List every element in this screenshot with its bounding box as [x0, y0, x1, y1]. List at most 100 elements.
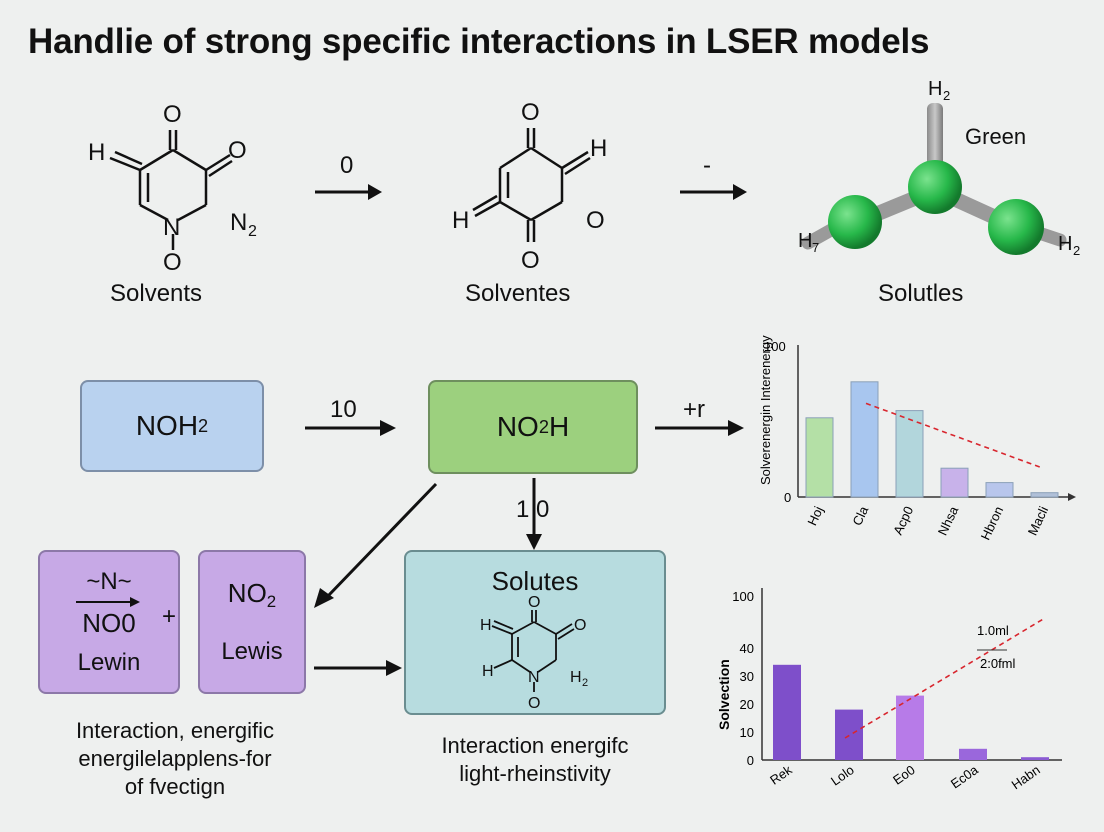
bar: [835, 709, 863, 760]
no2h-text: NO: [496, 411, 539, 442]
mid-arrow-2: [655, 420, 744, 436]
caption-left-line-3: of fvectign: [124, 774, 226, 799]
bar: [896, 695, 924, 760]
bar: [1021, 757, 1049, 760]
y-tick-label: 40: [740, 641, 754, 656]
y-tick-label: 20: [740, 697, 754, 712]
svg-text:H: H: [88, 139, 105, 166]
svg-text:O: O: [521, 99, 540, 126]
svg-text:2: 2: [248, 223, 257, 240]
x-tick-label: Eo0: [890, 762, 918, 788]
svg-text:O: O: [586, 207, 605, 234]
svg-text:O: O: [163, 249, 182, 276]
solvents-label: Solvents: [110, 280, 203, 307]
y-tick-label: 100: [764, 339, 786, 354]
bar: [940, 467, 969, 498]
x-tick-label: Rek: [767, 762, 795, 788]
svg-text:H: H: [480, 617, 492, 634]
svg-text:H: H: [590, 135, 607, 162]
top-arrow-2-label: -: [703, 152, 711, 179]
bar: [850, 381, 879, 498]
svg-text:O: O: [228, 137, 247, 164]
trend-line: [844, 617, 1046, 739]
top-arrow-1-label: 0: [340, 152, 354, 179]
svg-text:H: H: [798, 230, 812, 252]
svg-text:2: 2: [943, 88, 950, 103]
caption-center-line-1: Interaction energifc: [441, 733, 629, 758]
lewin-box: ~N~ NO0 Lewin: [38, 550, 180, 694]
caption-left: Interaction, energific energilelapplens-…: [30, 717, 320, 801]
green-label: Green: [965, 124, 1027, 149]
svg-text:O: O: [521, 247, 540, 274]
molecule-solvent-1: O H O N O N 2: [88, 101, 257, 276]
svg-text:O: O: [574, 617, 586, 634]
plus-sign: +: [162, 603, 177, 630]
caption-left-line-1: Interaction, energific: [75, 718, 275, 743]
bar: [805, 417, 834, 498]
x-tick-label: Nhsa: [935, 503, 962, 538]
y-tick-label: 0: [747, 753, 754, 768]
down-arrow-label: 1 0: [516, 496, 550, 523]
y-tick-label: 30: [740, 669, 754, 684]
y-axis-label: Solverenergin Interenergy: [758, 335, 773, 485]
mid-arrow-1-label: 10: [330, 396, 357, 423]
x-tick-label: Lolo: [828, 762, 857, 788]
svg-text:2: 2: [1073, 243, 1080, 258]
x-tick-label: Acp0: [890, 504, 916, 537]
bar: [985, 482, 1014, 498]
annotation: 2:0fml: [980, 656, 1016, 671]
bottom-arrow: [314, 660, 402, 676]
y-tick-label: 0: [784, 490, 791, 505]
x-tick-label: Hbron: [978, 504, 1007, 542]
bar: [959, 748, 987, 760]
caption-center-line-2: light-rheinstivity: [459, 761, 611, 786]
x-tick-label: Habn: [1009, 762, 1043, 792]
trend-line: [865, 402, 1044, 469]
solutes-title: Solutes: [491, 566, 579, 596]
y-tick-label: 100: [732, 589, 754, 604]
caption-left-line-2: energilelapplens-for: [78, 746, 272, 771]
bar: [773, 664, 801, 760]
svg-text:H: H: [928, 78, 942, 100]
solventes-label: Solventes: [465, 280, 571, 307]
x-tick-label: Ec0a: [948, 762, 982, 792]
noh2-text: NOH: [135, 410, 199, 441]
top-arrow-2: [680, 184, 747, 200]
svg-text:2: 2: [582, 677, 588, 689]
svg-text:H: H: [570, 669, 582, 686]
svg-text:N: N: [528, 669, 540, 686]
page-title: Handlie of strong specific interactions …: [28, 22, 930, 61]
svg-text:N: N: [230, 209, 247, 236]
solutles-label: Solutles: [878, 280, 964, 307]
lewin-top-text: ~N~: [86, 567, 132, 595]
annotation: 1.0ml: [977, 623, 1009, 638]
no2-text: NO: [227, 577, 267, 608]
lewin-label: Lewin: [77, 648, 141, 676]
svg-text:N: N: [163, 214, 180, 241]
molecule-solvent-2: O H H O O: [452, 99, 607, 274]
x-tick-label: Cla: [849, 503, 871, 528]
svg-text:O: O: [528, 695, 540, 712]
bar: [895, 410, 924, 498]
mid-arrow-2-label: +r: [683, 396, 706, 423]
bar: [1030, 492, 1059, 498]
no2-lewis-box: NO2 Lewis: [198, 550, 306, 694]
mid-arrow-1: [305, 420, 396, 436]
svg-text:O: O: [163, 101, 182, 128]
svg-text:H: H: [452, 207, 469, 234]
y-tick-label: 10: [740, 725, 754, 740]
lewin-arrow: [76, 596, 140, 607]
svg-text:H: H: [1058, 233, 1072, 255]
svg-text:7: 7: [812, 240, 819, 255]
x-tick-label: Hoj: [804, 504, 826, 528]
top-arrow-1: [315, 184, 382, 200]
lewin-mid-text: NO0: [82, 607, 136, 638]
svg-text:H: H: [482, 663, 494, 680]
